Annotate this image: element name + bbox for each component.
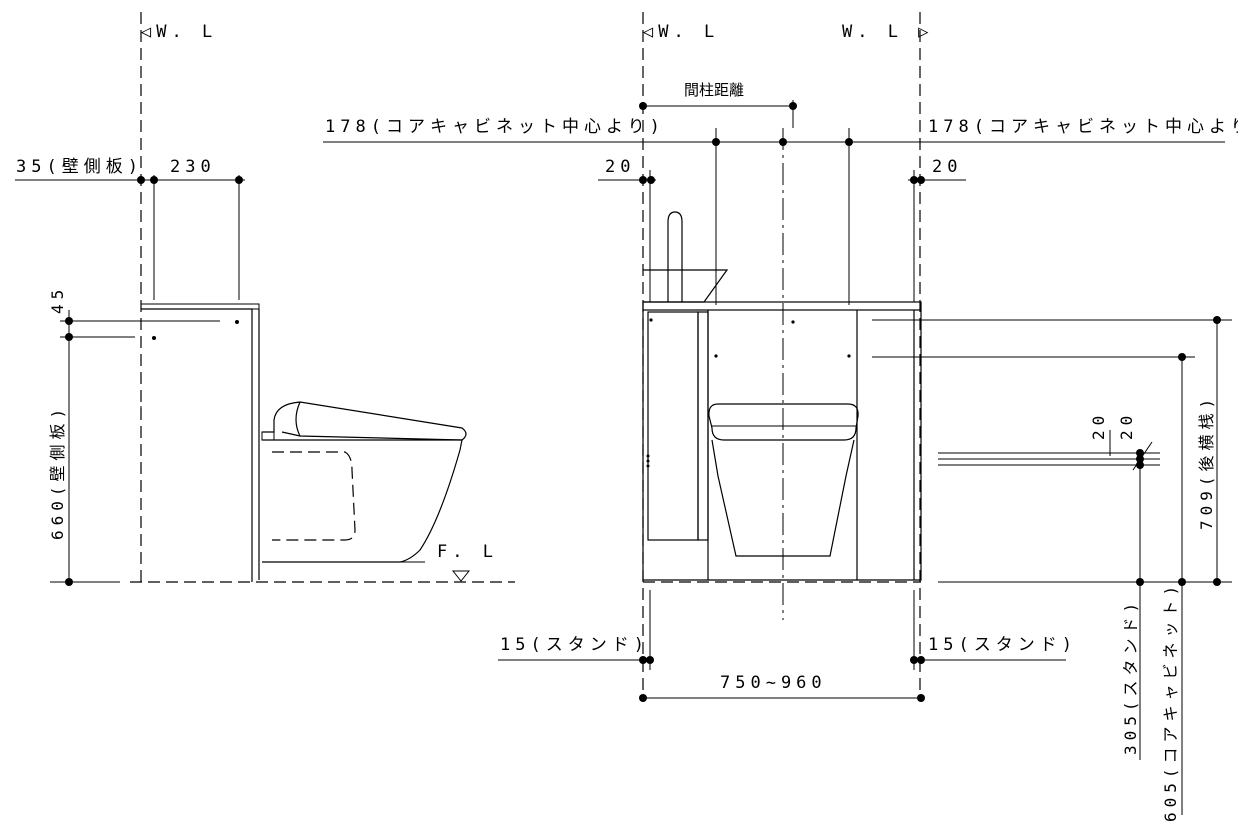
dim-dot bbox=[1136, 578, 1144, 586]
cabinet-screw bbox=[847, 354, 851, 358]
dim-dot bbox=[639, 656, 647, 664]
dim-dot bbox=[1178, 578, 1186, 586]
dim-709-label: 709(後横桟) bbox=[1197, 394, 1216, 530]
cabinet-body-side bbox=[141, 308, 253, 582]
offset-178-label-right: 178(コアキャビネット中心より) bbox=[928, 117, 1238, 137]
toilet-lid-hinge bbox=[295, 401, 301, 437]
dim-dot bbox=[65, 317, 73, 325]
storage-cabinet-door bbox=[647, 311, 699, 541]
storage-cabinet-side bbox=[697, 311, 709, 541]
column-spacing-label: 間柱距離 bbox=[684, 81, 744, 99]
dim-dot bbox=[646, 656, 654, 664]
dim-dot bbox=[647, 176, 655, 184]
offset-178-label-left: 178(コアキャビネット中心より) bbox=[325, 117, 665, 137]
dim-dot bbox=[917, 694, 925, 702]
side-view: ◁W. L 35(壁側板) 230 45 660(壁側板) bbox=[15, 12, 515, 586]
dim-dot bbox=[137, 176, 145, 184]
wall-line-label-front-left: ◁W. L bbox=[642, 22, 719, 42]
counter-top bbox=[642, 301, 922, 311]
dim-20-label-left: 20 bbox=[605, 157, 635, 177]
cabinet-outer-front bbox=[642, 310, 922, 581]
dim-dot bbox=[1136, 461, 1144, 469]
door-knob bbox=[646, 464, 650, 468]
stand-label-left: 15(スタンド) bbox=[500, 635, 649, 655]
dim-660-label: 660(壁側板) bbox=[48, 404, 67, 540]
cabinet-screw bbox=[791, 320, 795, 324]
dim-20-bottom-label: 20 bbox=[1117, 411, 1136, 440]
stand-label-right: 15(スタンド) bbox=[928, 635, 1077, 655]
cabinet-screw bbox=[649, 318, 653, 322]
dim-dot bbox=[910, 656, 918, 664]
dim-dot bbox=[639, 176, 647, 184]
dim-dot bbox=[1136, 455, 1144, 463]
toilet-seat-front bbox=[708, 403, 859, 441]
dim-230-label: 230 bbox=[170, 157, 216, 177]
dim-dot bbox=[639, 694, 647, 702]
right-vertical-dims: 709(後横桟) 605(コアキャビネット) 20 20 305(スタンド) bbox=[872, 316, 1232, 822]
cabinet-screw bbox=[152, 336, 156, 340]
floor-level-label: F. L bbox=[437, 542, 498, 562]
dim-dot bbox=[150, 176, 158, 184]
dim-305-label: 305(スタンド) bbox=[1121, 598, 1140, 755]
dim-dot bbox=[1213, 578, 1221, 586]
dim-20-label-right: 20 bbox=[932, 157, 962, 177]
seat-bracket bbox=[261, 431, 275, 441]
dim-20-top-label: 20 bbox=[1089, 411, 1108, 440]
toilet-bowl-side bbox=[262, 439, 463, 563]
dim-35-label: 35(壁側板) bbox=[16, 157, 143, 177]
toilet-bowl-front bbox=[711, 439, 855, 557]
dim-dot bbox=[910, 176, 918, 184]
dim-dot bbox=[917, 656, 925, 664]
dim-dot bbox=[789, 102, 797, 110]
floor-level-triangle bbox=[451, 570, 471, 582]
cabinet-screw bbox=[235, 320, 239, 324]
dim-dot bbox=[1136, 449, 1144, 457]
dim-dot bbox=[65, 333, 73, 341]
cabinet-top-side bbox=[140, 303, 260, 310]
dim-dot bbox=[65, 578, 73, 586]
toilet-seat-side bbox=[262, 401, 467, 441]
door-knob bbox=[646, 459, 650, 463]
dim-dot bbox=[235, 176, 243, 184]
wall-line-label-front-right: W. L ▷ bbox=[842, 22, 933, 42]
front-view: ◁W. L W. L ▷ 間柱距離 178(コアキャビネット中心より) 178(… bbox=[323, 12, 1238, 702]
dim-45-label: 45 bbox=[48, 285, 67, 314]
wall-line-label-side: ◁W. L bbox=[140, 22, 217, 42]
dim-dot bbox=[917, 176, 925, 184]
toilet-hidden-outline bbox=[272, 451, 356, 541]
handwash-bowl bbox=[643, 269, 729, 303]
dim-605-label: 605(コアキャビネット) bbox=[1161, 581, 1180, 822]
dim-dot bbox=[1213, 316, 1221, 324]
door-knob bbox=[646, 454, 650, 458]
faucet-spout bbox=[667, 211, 683, 302]
dim-dot bbox=[1178, 353, 1186, 361]
cabinet-screw bbox=[714, 354, 718, 358]
dim-dot bbox=[639, 102, 647, 110]
width-range-label: 750~960 bbox=[720, 673, 827, 693]
